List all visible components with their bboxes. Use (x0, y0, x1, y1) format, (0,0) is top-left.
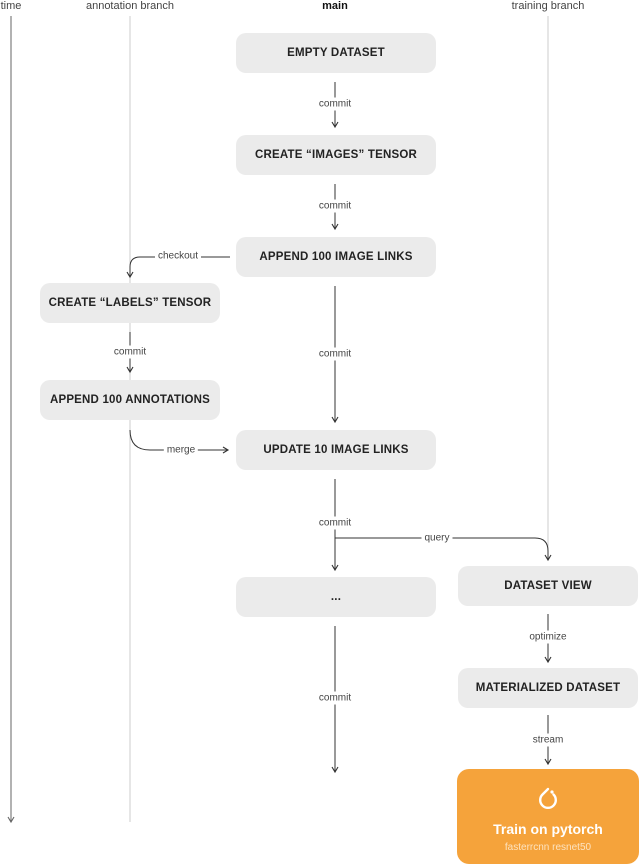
label-optimize: optimize (526, 630, 570, 644)
node-train-pytorch: Train on pytorch fasterrcnn resnet50 (457, 769, 639, 864)
node-create-images-tensor: CREATE “IMAGES” TENSOR (236, 135, 436, 175)
node-create-labels-tensor: CREATE “LABELS” TENSOR (40, 283, 220, 323)
label-merge: merge (163, 443, 199, 457)
label-commit2: commit (315, 199, 355, 213)
node-ellipsis: ... (236, 577, 436, 617)
edge-merge (129, 429, 230, 454)
pytorch-icon (539, 787, 557, 810)
edge-checkout (126, 256, 230, 279)
label-query: query (421, 531, 453, 545)
label-commit4: commit (315, 516, 355, 530)
node-dataset-view: DATASET VIEW (458, 566, 638, 606)
label-checkout: checkout (154, 249, 202, 263)
column-time: time (0, 0, 22, 12)
node-empty-dataset: EMPTY DATASET (236, 33, 436, 73)
label-commit3: commit (315, 347, 355, 361)
label-stream: stream (529, 733, 567, 747)
node-update-image-links: UPDATE 10 IMAGE LINKS (236, 430, 436, 470)
node-append-annotations: APPEND 100 ANNOTATIONS (40, 380, 220, 420)
label-commit5: commit (315, 691, 355, 705)
column-main: main (322, 0, 348, 12)
node-materialized-dataset: MATERIALIZED DATASET (458, 668, 638, 708)
column-annotation-branch: annotation branch (85, 0, 175, 12)
node-append-image-links: APPEND 100 IMAGE LINKS (236, 237, 436, 277)
label-commit1: commit (315, 97, 355, 111)
column-training-branch: training branch (511, 0, 585, 12)
train-title: Train on pytorch (493, 821, 603, 837)
train-subtitle: fasterrcnn resnet50 (504, 842, 592, 853)
edge-query (335, 537, 552, 562)
label-commit-annot: commit (110, 345, 150, 359)
